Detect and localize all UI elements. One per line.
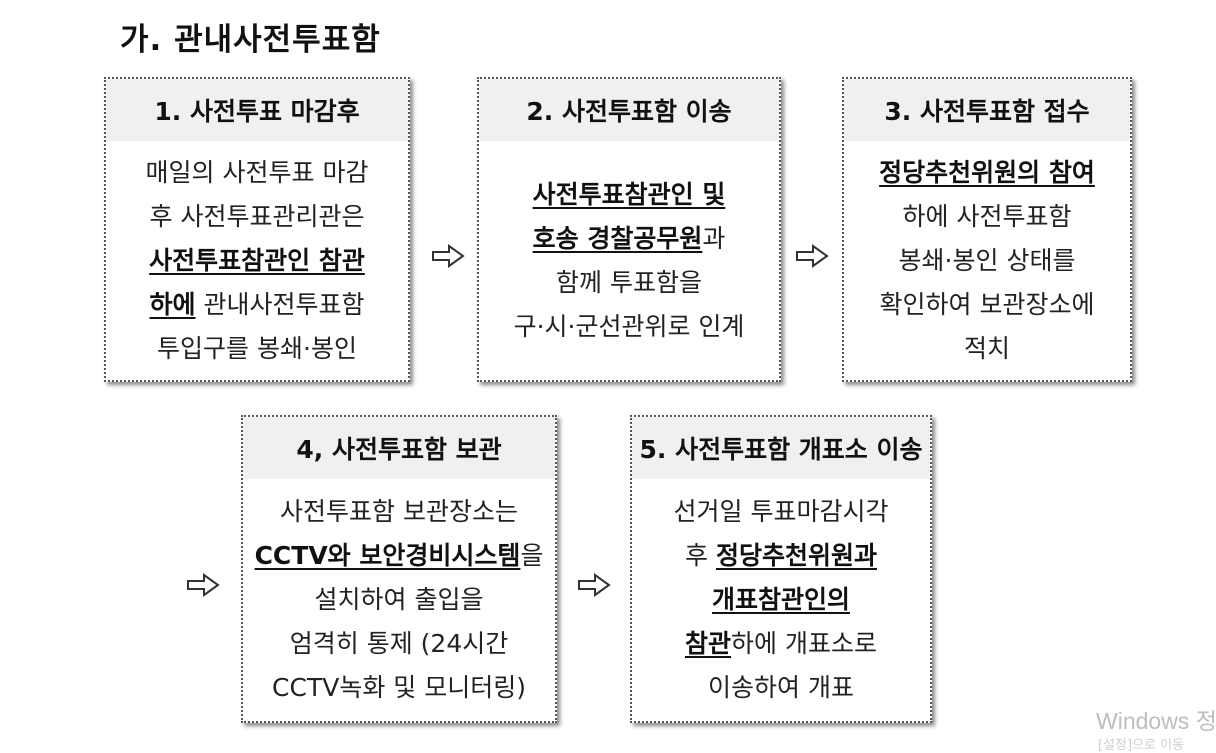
step-4-line: CCTV녹화 및 모니터링)	[272, 666, 526, 710]
body-text: 선거일 투표마감시각	[673, 497, 889, 526]
arrow-right-icon	[432, 244, 465, 268]
emphasized-text: 사전투표참관인 참관	[149, 245, 365, 275]
arrow-right-icon	[578, 573, 611, 597]
step-4-heading: 4, 사전투표함 보관	[243, 417, 555, 479]
step-5-line: 개표참관인의	[712, 578, 850, 622]
step-5-line: 참관하에 개표소로	[685, 622, 877, 666]
emphasized-text: 개표참관인의	[711, 585, 850, 614]
step-4-line: 엄격히 통제 (24시간	[290, 622, 508, 666]
step-1-heading: 1. 사전투표 마감후	[106, 79, 408, 141]
body-text: 엄격히 통제 (24시간	[289, 629, 509, 658]
step-2-line: 구·시·군선관위로 인계	[514, 305, 745, 349]
step-2-heading: 2. 사전투표함 이송	[479, 79, 779, 141]
emphasized-text: 정당추천위원과	[715, 541, 877, 570]
body-text: 하에 개표소로	[731, 629, 877, 658]
step-4-line: 설치하여 출입을	[315, 578, 484, 622]
emphasized-text: 호송 경찰공무원	[532, 223, 703, 253]
body-text: 확인하여 보관장소에	[879, 289, 1095, 319]
body-text: CCTV녹화 및 모니터링)	[272, 673, 526, 702]
step-3-heading: 3. 사전투표함 접수	[844, 79, 1130, 141]
step-1-line: 하에 관내사전투표함	[150, 283, 365, 327]
step-1-line: 매일의 사전투표 마감	[146, 151, 369, 195]
step-1-line: 후 사전투표관리관은	[150, 195, 365, 239]
step-3-line: 봉쇄·봉인 상태를	[899, 239, 1076, 283]
body-text: 봉쇄·봉인 상태를	[898, 245, 1076, 275]
windows-activation-watermark-sub: [설정]으로 이동	[1098, 738, 1185, 753]
step-5-heading: 5. 사전투표함 개표소 이송	[632, 417, 930, 479]
emphasized-text: 하에	[149, 289, 196, 319]
step-4-line: CCTV와 보안경비시스템을	[255, 534, 544, 578]
emphasized-text: CCTV와 보안경비시스템	[254, 541, 521, 570]
step-3-line: 적치	[964, 327, 1010, 371]
emphasized-text: 사전투표참관인 및	[532, 179, 726, 209]
body-text: 설치하여 출입을	[314, 585, 484, 614]
body-text: 투입구를 봉쇄·봉인	[157, 333, 357, 363]
body-text: 적치	[963, 333, 1010, 363]
step-5-line: 선거일 투표마감시각	[674, 490, 889, 534]
body-text: 후 사전투표관리관은	[149, 201, 365, 231]
arrow-right-icon	[796, 244, 829, 268]
emphasized-text: 정당추천위원의 참여	[879, 157, 1095, 187]
step-5-line: 이송하여 개표	[708, 666, 854, 710]
body-text: 을	[520, 541, 544, 570]
body-text: 하에 사전투표함	[902, 201, 1072, 231]
body-text: 매일의 사전투표 마감	[145, 157, 369, 187]
body-text: 함께 투표함을	[556, 267, 702, 297]
step-5-line: 후 정당추천위원과	[685, 534, 877, 578]
step-1-line: 사전투표참관인 참관	[149, 239, 365, 283]
body-text: 이송하여 개표	[708, 673, 854, 702]
step-3-line: 정당추천위원의 참여	[879, 151, 1095, 195]
body-text: 후	[685, 541, 716, 570]
emphasized-text: 참관	[685, 629, 732, 658]
step-3-line: 하에 사전투표함	[903, 195, 1072, 239]
body-text: 과	[702, 223, 726, 253]
step-2-line: 사전투표참관인 및	[533, 173, 726, 217]
body-text: 구·시·군선관위로 인계	[513, 311, 745, 341]
step-2-line: 호송 경찰공무원과	[533, 217, 726, 261]
windows-activation-watermark: Windows 정	[1096, 708, 1216, 734]
step-2-line: 함께 투표함을	[556, 261, 702, 305]
arrow-right-icon	[187, 573, 220, 597]
step-1-line: 투입구를 봉쇄·봉인	[157, 327, 357, 371]
body-text: 관내사전투표함	[195, 289, 365, 319]
section-title: 가. 관내사전투표함	[120, 22, 381, 58]
step-3-line: 확인하여 보관장소에	[880, 283, 1095, 327]
body-text: 사전투표함 보관장소는	[280, 497, 518, 526]
step-4-line: 사전투표함 보관장소는	[280, 490, 518, 534]
